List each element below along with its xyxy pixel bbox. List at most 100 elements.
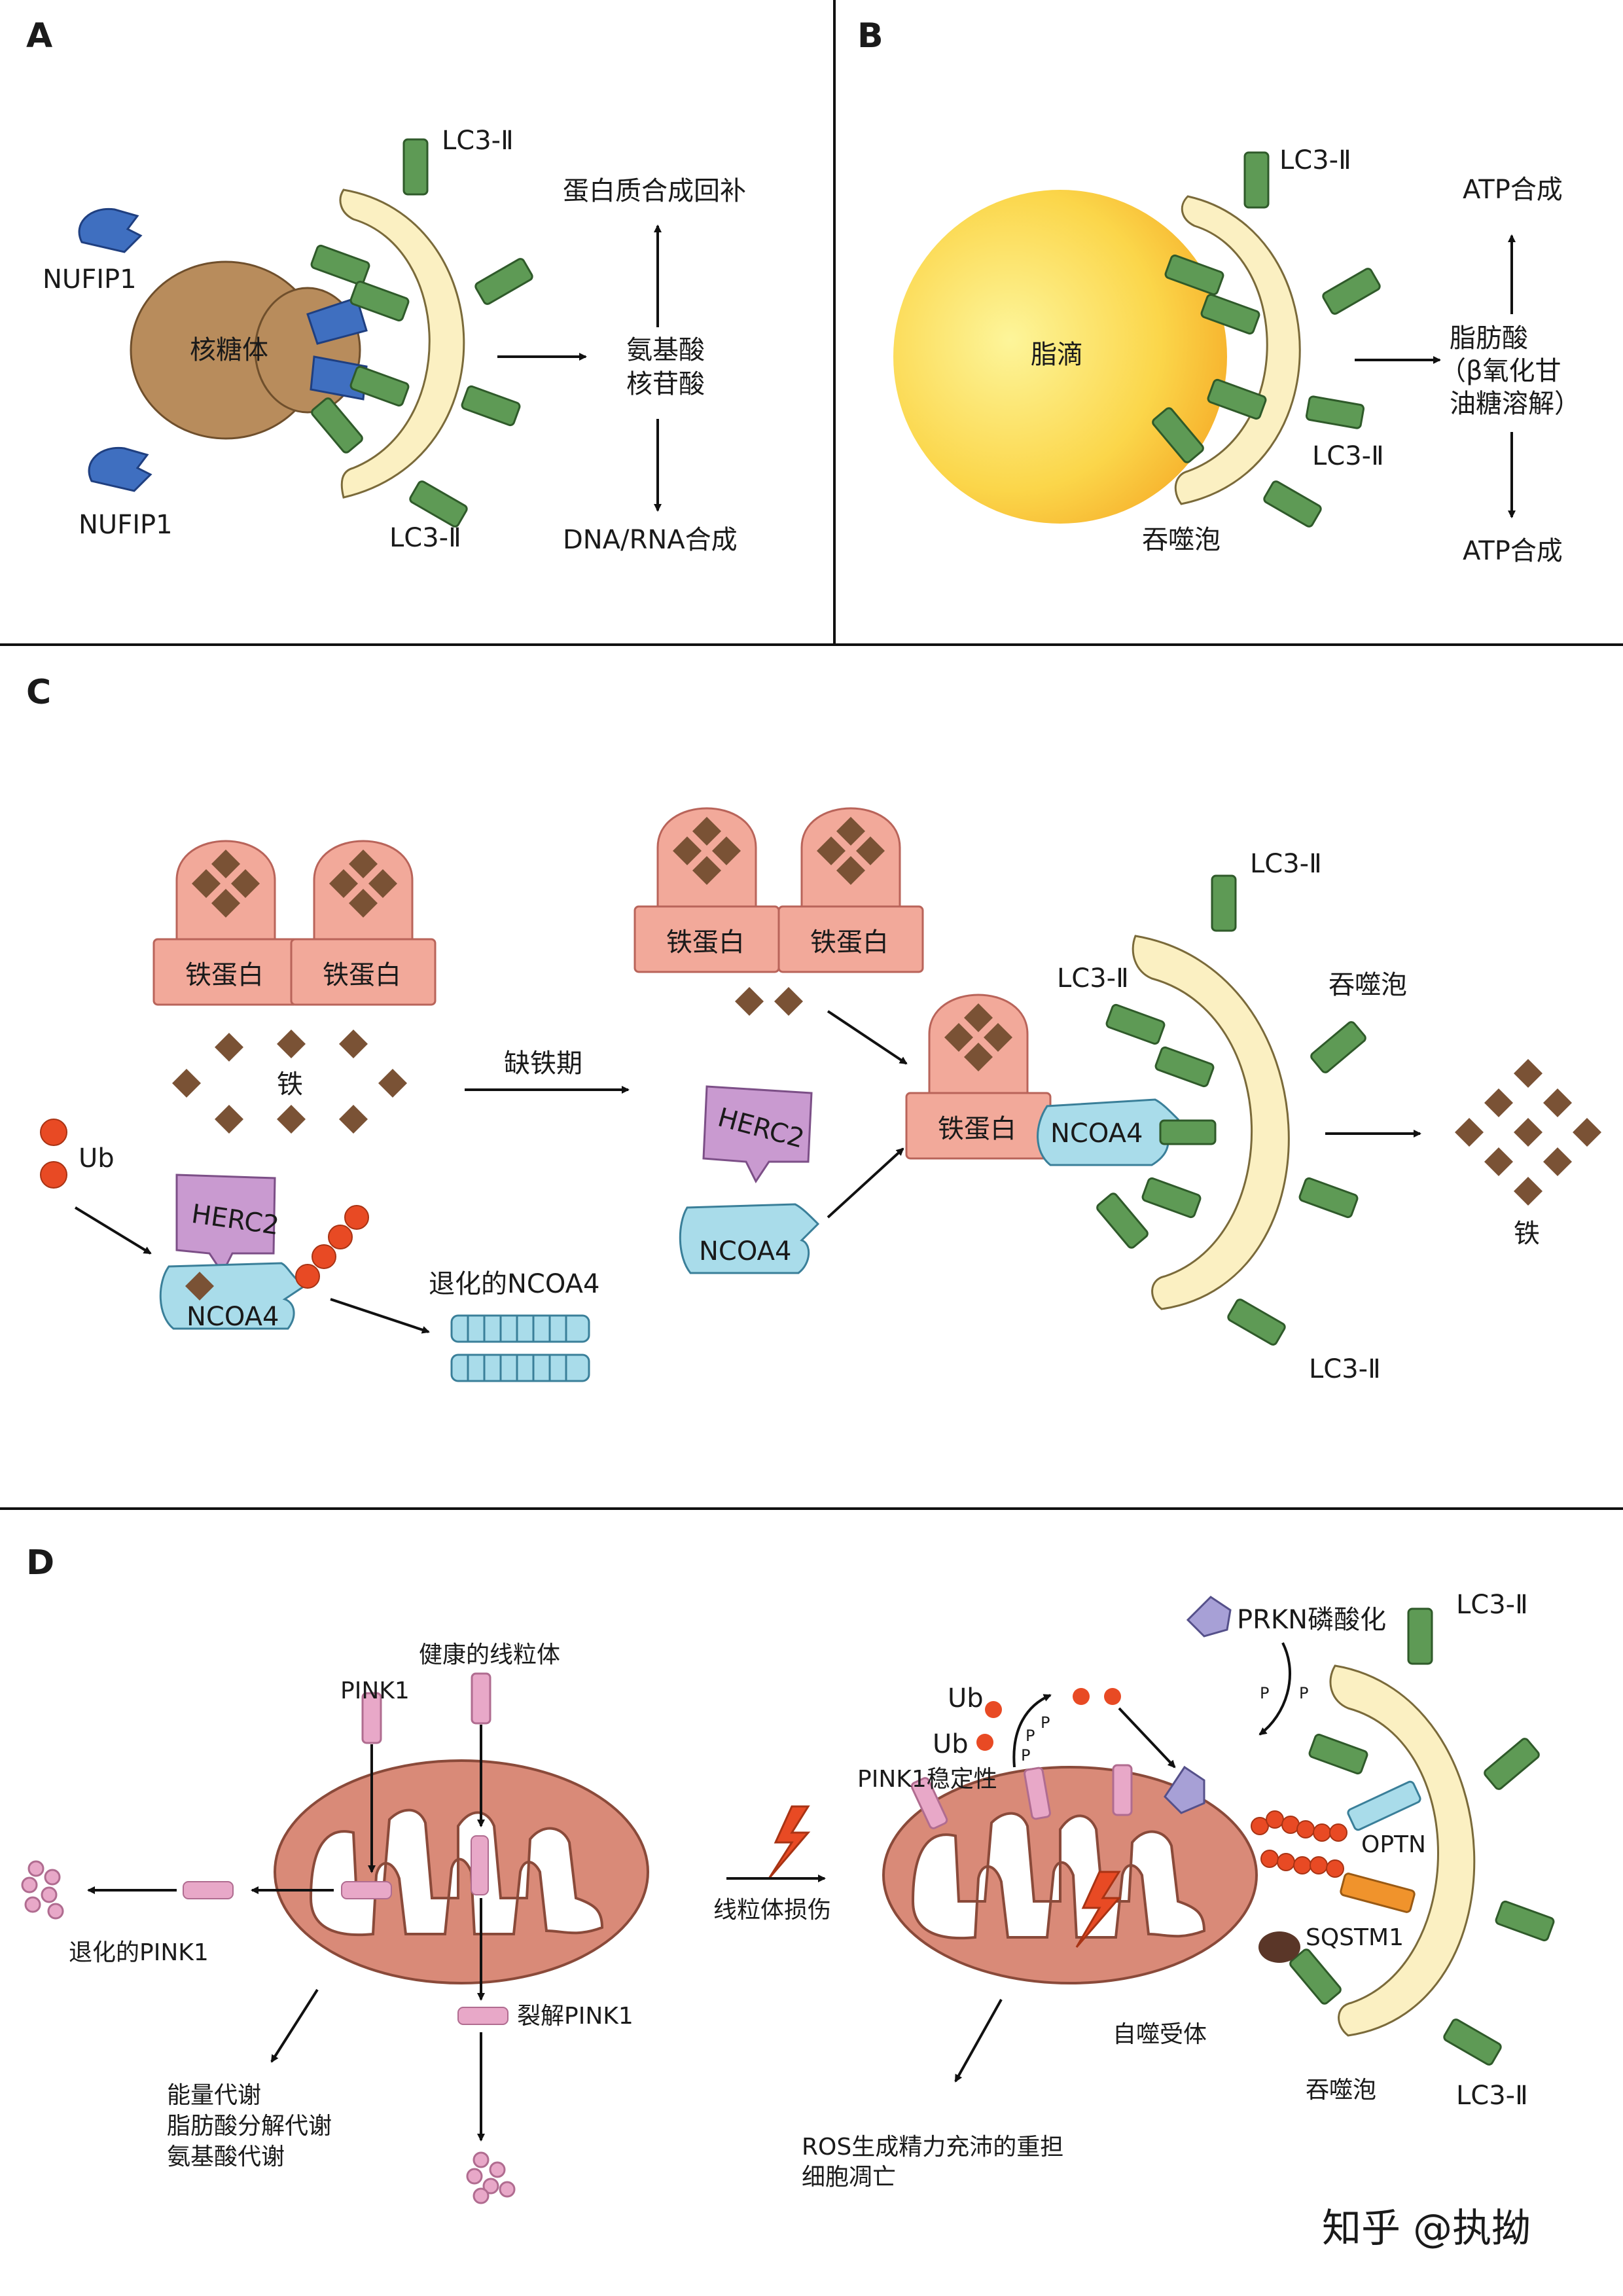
arrow-ncoa4-to-complex bbox=[827, 1147, 904, 1219]
degraded-dots-bottom bbox=[466, 2151, 516, 2204]
sqstm1 bbox=[1340, 1873, 1416, 1913]
pink1-out bbox=[183, 1881, 234, 1899]
iron-10 bbox=[774, 987, 803, 1016]
b-center-3: 油糖溶解） bbox=[1450, 389, 1580, 419]
panel-d-letter: D bbox=[26, 1543, 54, 1583]
ncoa4-right-label: NCOA4 bbox=[1050, 1119, 1143, 1149]
lc3-c-1 bbox=[1211, 874, 1237, 932]
ub-chain-1 bbox=[295, 1264, 320, 1289]
ncoa4-left-label: NCOA4 bbox=[187, 1302, 279, 1332]
ferritin-3-label: 铁蛋白 bbox=[666, 927, 745, 958]
b-autophagosome-label: 吞噬泡 bbox=[1142, 525, 1221, 555]
lc3-c-mid-label: LC3-Ⅱ bbox=[1057, 963, 1129, 994]
ub-phos-2 bbox=[1104, 1688, 1121, 1705]
lc3-a-4 bbox=[473, 256, 535, 307]
lc3-a-5 bbox=[459, 384, 522, 427]
ub-d-2 bbox=[976, 1734, 993, 1751]
lc3-d-6 bbox=[1442, 2017, 1503, 2068]
lc3-d-2 bbox=[1307, 1732, 1370, 1776]
ub-2 bbox=[40, 1161, 67, 1189]
panel-d: D PINK1 健康的线粒体 裂解PINK1 退化的PINK1 能量代谢 脂肪酸… bbox=[21, 1543, 1556, 2251]
a-center-1: 氨基酸 bbox=[626, 335, 705, 365]
receptor-anchor bbox=[1258, 1931, 1300, 1963]
lightning-inner-icon bbox=[1075, 1871, 1122, 1948]
lc3-c-9 bbox=[1226, 1297, 1287, 1348]
nufip1-top bbox=[78, 207, 143, 253]
iron-2 bbox=[277, 1030, 306, 1058]
arrow-degrade bbox=[330, 1298, 430, 1334]
lc3-c-8 bbox=[1297, 1176, 1360, 1219]
cleaved-pink1 bbox=[457, 2007, 508, 2025]
ferritin-5-label: 铁蛋白 bbox=[938, 1114, 1016, 1144]
panel-b-letter: B bbox=[857, 16, 883, 56]
lc3-a-top-label: LC3-Ⅱ bbox=[442, 126, 514, 156]
panel-a-letter: A bbox=[26, 16, 52, 56]
ribosome-label: 核糖体 bbox=[190, 335, 268, 365]
degraded-pink1-label: 退化的PINK1 bbox=[69, 1939, 209, 1966]
lc3-d-top-label: LC3-Ⅱ bbox=[1456, 1590, 1528, 1620]
lc3-d-bottom-label: LC3-Ⅱ bbox=[1456, 2081, 1528, 2111]
lc3-d-5 bbox=[1287, 1946, 1344, 2007]
nufip1-top-label: NUFIP1 bbox=[43, 264, 137, 295]
a-center-2: 核苷酸 bbox=[626, 369, 705, 399]
ncoa4-mid bbox=[679, 1203, 820, 1274]
optn bbox=[1347, 1780, 1421, 1831]
lc3-a-6 bbox=[348, 365, 411, 408]
herc2-left bbox=[175, 1174, 276, 1275]
ub-phos-1 bbox=[1073, 1688, 1090, 1705]
ncoa4-mid-label: NCOA4 bbox=[699, 1236, 791, 1266]
iron-8 bbox=[339, 1105, 368, 1134]
iron-cluster bbox=[1455, 1059, 1601, 1206]
phagophore-c bbox=[1132, 935, 1290, 1310]
svg-text:P: P bbox=[1260, 1684, 1269, 1702]
ros-2: 细胞凋亡 bbox=[802, 2164, 896, 2191]
lc3-c-7 bbox=[1094, 1191, 1150, 1251]
lc3-d-3 bbox=[1482, 1736, 1542, 1792]
iron-5 bbox=[378, 1069, 407, 1098]
panel-a: A NUFIP1 NUFIP1 核糖体 LC3-Ⅱ LC3-Ⅱ 氨基酸 核苷酸 … bbox=[26, 16, 746, 555]
panel-b: B 脂滴 LC3-Ⅱ LC3-Ⅱ 吞噬泡 脂肪酸 （β氧化甘 油糖溶解） ATP… bbox=[857, 16, 1580, 566]
b-center-2: （β氧化甘 bbox=[1440, 356, 1561, 386]
b-down-label: ATP合成 bbox=[1463, 536, 1563, 566]
nufip1-bottom bbox=[88, 446, 152, 492]
prkn-label: PRKN磷酸化 bbox=[1237, 1605, 1386, 1635]
degraded-ncoa4 bbox=[450, 1314, 590, 1382]
lc3-a-1 bbox=[402, 138, 429, 196]
lc3-c-5 bbox=[1308, 1019, 1368, 1075]
pink1-inner bbox=[341, 1881, 392, 1899]
iron-4 bbox=[172, 1069, 201, 1098]
phagophore-b bbox=[1174, 195, 1301, 505]
deficiency-label: 缺铁期 bbox=[504, 1049, 582, 1079]
arrow-ub bbox=[74, 1206, 152, 1255]
ferritin-4-label: 铁蛋白 bbox=[810, 927, 889, 958]
panel-c: C 铁蛋白 铁蛋白 铁 Ub HERC2 NCOA4 退化的NCOA4 bbox=[26, 673, 1601, 1384]
lc3-b-4 bbox=[1321, 266, 1382, 317]
lc3-b-1 bbox=[1243, 151, 1270, 209]
prkn-bound bbox=[1164, 1765, 1205, 1814]
lightning-icon bbox=[768, 1805, 811, 1879]
pink1-stable-label: PINK1稳定性 bbox=[857, 1766, 997, 1793]
c-autophagosome-label: 吞噬泡 bbox=[1329, 970, 1407, 1000]
cleaved-pink1-label: 裂解PINK1 bbox=[517, 2003, 633, 2030]
b-up-label: ATP合成 bbox=[1463, 175, 1563, 205]
herc2-mid bbox=[702, 1085, 813, 1183]
lc3-a-7 bbox=[309, 395, 365, 456]
lc3-c-4 bbox=[1159, 1119, 1217, 1145]
iron-6 bbox=[215, 1105, 243, 1134]
ferritin-2-label: 铁蛋白 bbox=[323, 960, 401, 990]
iron-out-label: 铁 bbox=[1514, 1219, 1540, 1249]
ub-chain-d bbox=[1251, 1810, 1347, 1878]
nufip1-bottom-label: NUFIP1 bbox=[79, 510, 173, 540]
metabolism-3: 氨基酸代谢 bbox=[167, 2144, 285, 2170]
ub-d-1-label: Ub bbox=[948, 1683, 984, 1713]
lc3-c-3 bbox=[1153, 1045, 1216, 1088]
ub-d-1 bbox=[985, 1701, 1002, 1718]
a-up-label: 蛋白质合成回补 bbox=[563, 176, 746, 206]
damage-label: 线粒体损伤 bbox=[713, 1897, 831, 1924]
lc3-d-4 bbox=[1493, 1899, 1556, 1943]
d-autophagosome-label: 吞噬泡 bbox=[1306, 2077, 1376, 2104]
lc3-d-1 bbox=[1407, 1607, 1433, 1665]
ros-1: ROS生成精力充沛的重担 bbox=[802, 2134, 1063, 2161]
healthy-mito-label: 健康的线粒体 bbox=[419, 1641, 560, 1668]
lc3-c-bottom-label: LC3-Ⅱ bbox=[1309, 1354, 1381, 1384]
